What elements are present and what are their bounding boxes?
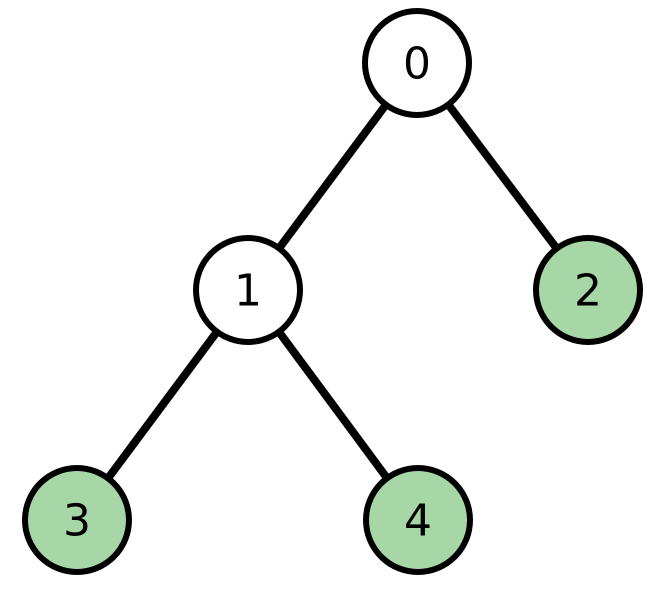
- graph-node[interactable]: 2: [533, 235, 643, 345]
- graph-node-circle[interactable]: [363, 465, 473, 575]
- graph-node[interactable]: 1: [193, 235, 303, 345]
- edge-layer: [73, 60, 592, 523]
- graph-node-circle[interactable]: [533, 235, 643, 345]
- graph-node-label: 2: [574, 266, 602, 317]
- graph-node-circle[interactable]: [193, 235, 303, 345]
- graph-node-circle[interactable]: [362, 8, 472, 118]
- graph-node[interactable]: 4: [363, 465, 473, 575]
- graph-node[interactable]: 3: [22, 465, 132, 575]
- graph-node-label: 3: [63, 496, 91, 547]
- graph-node-circle[interactable]: [22, 465, 132, 575]
- graph-node[interactable]: 0: [362, 8, 472, 118]
- graph-node-label: 0: [403, 39, 431, 90]
- graph-node-label: 4: [404, 496, 432, 547]
- graph-node-label: 1: [234, 266, 262, 317]
- node-layer: 0 1 2 3 4: [22, 8, 643, 575]
